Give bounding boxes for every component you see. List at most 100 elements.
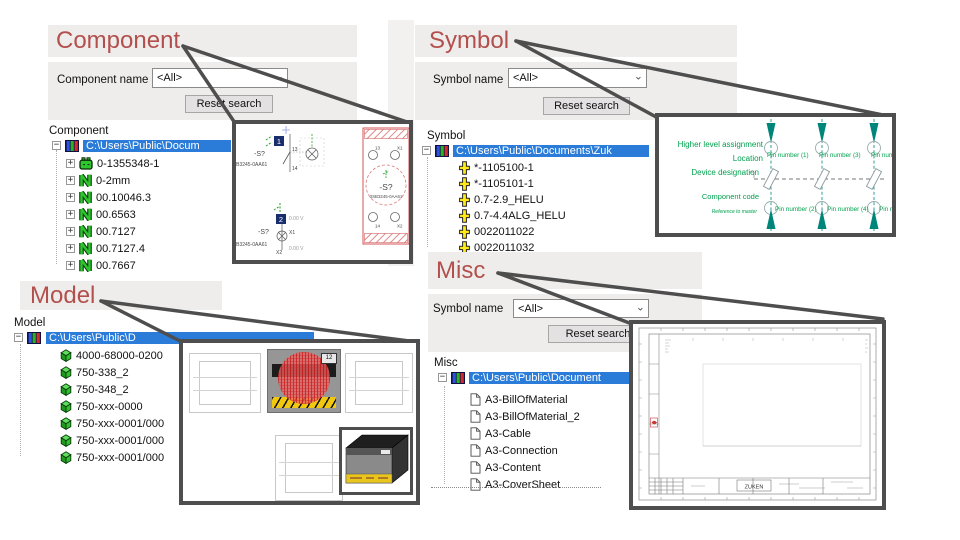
tree-item-label[interactable]: 750-xxx-0001/000: [76, 434, 165, 447]
symbol-reset-search-button[interactable]: Reset search: [543, 97, 630, 115]
misc-tree-root[interactable]: C:\Users\Public\Document: [469, 371, 629, 384]
tree-item-label[interactable]: *-1105101-1: [474, 177, 534, 190]
component-name-dropdown[interactable]: <All> ⌄: [152, 68, 288, 88]
tree-row: A3-Content: [470, 460, 541, 475]
misc-reset-search-button[interactable]: Reset search: [548, 325, 648, 343]
tree-item-label[interactable]: A3-Cable: [485, 427, 531, 440]
sheet-template-icon: [470, 410, 481, 423]
part-number: 3SB3245-0AA61: [236, 242, 267, 248]
tree-row: 0.7-2.9_HELU: [459, 192, 544, 207]
chevron-down-icon: ⌄: [635, 301, 645, 314]
tree-item-label[interactable]: 00.6563: [96, 208, 136, 221]
symbol-name-dropdown[interactable]: <All> ⌄: [508, 68, 647, 88]
tree-row: 0022011022: [459, 224, 534, 239]
model-panel-header: Model: [20, 281, 222, 310]
tree-item-label[interactable]: 4000-68000-0200: [76, 349, 163, 362]
function-marker: 1: [277, 137, 281, 146]
model-tree-label: Model: [14, 317, 46, 329]
component-part-icon: [79, 208, 92, 221]
tree-row: 750-xxx-0001/000: [60, 433, 164, 448]
symbol-item-icon: [459, 209, 470, 223]
tree-item-label[interactable]: 750-348_2: [76, 383, 129, 396]
tree-item-label[interactable]: A3-BillOfMaterial: [485, 393, 568, 406]
sheet-template-preview: ZUKEN: [638, 327, 877, 501]
tree-item-label[interactable]: 0022011032: [474, 241, 535, 254]
misc-zoom-callout: ZUKEN: [629, 320, 886, 510]
component-reset-search-button[interactable]: Reset search: [185, 95, 273, 113]
misc-panel-title: Misc: [436, 257, 486, 284]
component-tree-label: Component: [49, 125, 109, 137]
pin-label: Pin number (6): [879, 206, 892, 213]
tree-row: + 00.10046.3: [66, 190, 151, 205]
tree-row: + 00.7127: [66, 224, 136, 239]
tree-item-label[interactable]: A3-BillOfMaterial_2: [485, 410, 580, 423]
tree-item-label[interactable]: 0022011022: [474, 225, 535, 238]
tree-row: A3-CoverSheet: [470, 477, 560, 492]
component-preview-drawing: 1 13 14 -S? 3SB3245-0AA61 2 0.00 V -S? X…: [236, 126, 409, 256]
misc-panel-header: Misc: [428, 252, 702, 289]
collapse-icon[interactable]: −: [52, 140, 61, 150]
tree-item-label[interactable]: 750-xxx-0000: [76, 400, 143, 413]
tree-item-label[interactable]: 750-338_2: [76, 366, 129, 379]
library-icon: [451, 372, 465, 384]
tree-item-label[interactable]: *-1105100-1: [474, 161, 534, 174]
library-icon: [27, 332, 41, 344]
misc-symbol-name-label: Symbol name: [433, 303, 504, 315]
pin-label: Pin number (5): [871, 152, 892, 159]
pin-label: Pin number (3): [819, 152, 861, 159]
tree-item-label[interactable]: A3-CoverSheet: [485, 478, 561, 491]
titleblock-logo-text: ZUKEN: [745, 485, 764, 491]
tree-guide: [427, 157, 428, 247]
misc-symbol-name-dropdown[interactable]: <All> ⌄: [513, 299, 649, 318]
tree-item-label[interactable]: 750-xxx-0001/000: [76, 451, 165, 464]
collapse-icon[interactable]: −: [438, 372, 447, 382]
expand-icon[interactable]: +: [66, 175, 75, 185]
misc-symbol-name-value: <All>: [518, 302, 544, 315]
tree-guide: [444, 386, 445, 484]
expand-icon[interactable]: +: [66, 260, 75, 270]
tree-item-label[interactable]: 0.7-2.9_HELU: [474, 193, 544, 206]
expand-icon[interactable]: +: [66, 209, 75, 219]
symbol-panel-title: Symbol: [429, 27, 510, 54]
tree-clip-edge: [431, 487, 601, 488]
model-item-icon: [60, 434, 72, 447]
chevron-down-icon: ⌄: [274, 70, 284, 83]
tree-item-label[interactable]: 0.7-4.4ALG_HELU: [474, 209, 566, 222]
placeholder-location: Location: [733, 154, 763, 163]
tree-item-label[interactable]: 00.10046.3: [96, 191, 152, 204]
expand-icon[interactable]: +: [66, 226, 75, 236]
tree-item-label[interactable]: A3-Content: [485, 461, 541, 474]
symbol-tree-label: Symbol: [427, 130, 466, 142]
tree-item-label[interactable]: 00.7667: [96, 259, 136, 272]
symbol-tree-root[interactable]: C:\Users\Public\Documents\Zuk: [453, 144, 649, 157]
expand-icon[interactable]: +: [66, 158, 75, 168]
symbol-name-label: Symbol name: [433, 74, 504, 86]
tree-item-label[interactable]: 750-xxx-0001/000: [76, 417, 165, 430]
symbol-item-icon: [459, 225, 470, 239]
model-item-icon: [60, 417, 72, 430]
symbol-preview-drawing: Higher level assignment Location Device …: [678, 119, 892, 231]
tree-item-label[interactable]: 0-2mm: [96, 174, 131, 187]
tree-item-label[interactable]: 00.7127: [96, 225, 136, 238]
tree-row: + 0-1355348-1: [66, 156, 159, 171]
expand-icon[interactable]: +: [66, 243, 75, 253]
tree-item-label[interactable]: A3-Connection: [485, 444, 558, 457]
sheet-template-icon: [470, 444, 481, 457]
library-icon: [65, 140, 79, 152]
tree-item-label[interactable]: 00.7127.4: [96, 242, 145, 255]
model-item-icon: [60, 349, 72, 362]
expand-icon[interactable]: +: [66, 192, 75, 202]
device-tag: -S?: [254, 151, 265, 158]
collapse-icon[interactable]: −: [14, 332, 23, 342]
tree-item-label[interactable]: 0-1355348-1: [97, 157, 160, 170]
model-panel-title: Model: [30, 282, 96, 309]
component-part-icon: [79, 174, 92, 187]
placeholder-reference: Reference to master: [712, 209, 758, 215]
voltage-readout: 0.00 V: [289, 216, 304, 222]
component-tree-root[interactable]: C:\Users\Public\Docum: [83, 139, 231, 152]
model-wireframe-preview: [345, 353, 413, 413]
function-marker: 2: [279, 215, 283, 224]
collapse-icon[interactable]: −: [422, 145, 431, 155]
tree-row: − C:\Users\Public\Document: [438, 370, 629, 385]
